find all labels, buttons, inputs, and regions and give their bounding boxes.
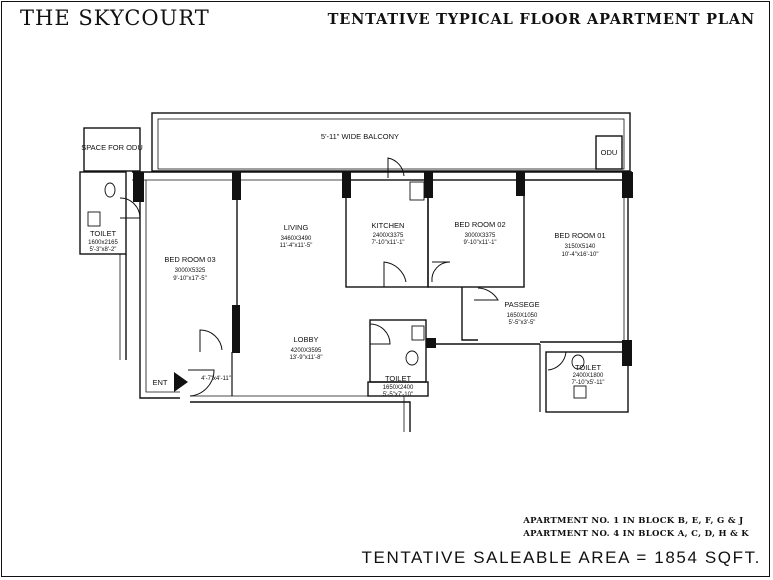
foyer-dim-ft: 4'-7"x4'-11": [201, 376, 231, 382]
balcony-door: [387, 157, 405, 178]
bedroom03-door: [199, 329, 223, 352]
bedroom02-dim-ft: 9'-10"x11'-1": [463, 240, 496, 246]
apartment-notes: APARTMENT NO. 1 IN BLOCK B, E, F, G & J …: [523, 515, 749, 541]
toilet-right-name: TOILET: [575, 363, 602, 372]
passege-dim-ft: 5'-5"x3'-5": [509, 320, 536, 326]
kitchen-name: KITCHEN: [372, 221, 405, 230]
south-wall: [190, 401, 411, 432]
entry-arrow-icon: [174, 372, 188, 392]
basin-right: [573, 385, 587, 399]
project-title: THE SKYCOURT: [20, 6, 210, 30]
toilet-left-door: [119, 197, 141, 219]
toilet-left-outline: [79, 171, 127, 255]
toilet-center-dim-ft: 5'-5"x7'-10": [383, 392, 413, 398]
balcony-label: 5'-11" WIDE BALCONY: [321, 132, 399, 141]
toilet-right-dim-mm: 2400X1800: [573, 373, 604, 379]
toilet-left-name: TOILET: [90, 229, 117, 238]
passage-wall: [461, 287, 478, 341]
passage-door: [474, 287, 499, 301]
balcony-outline: [151, 112, 631, 172]
kitchen-door: [383, 261, 407, 287]
toilet-right-door: [546, 351, 567, 371]
odu-left-label: SPACE FOR ODU: [81, 143, 143, 152]
balcony-inner: [157, 118, 625, 170]
living-dim-mm: 3460X3490: [281, 236, 312, 242]
toilet-right-walls: [545, 351, 629, 413]
structural-columns: [133, 172, 633, 366]
kitchen-dim-ft: 7'-10"x11'-1": [371, 240, 404, 246]
wc-right: [571, 354, 585, 370]
bedroom03-name: BED ROOM 03: [164, 255, 215, 264]
bedroom01-name: BED ROOM 01: [554, 231, 605, 240]
bedroom03-dim-mm: 3000X5325: [175, 268, 206, 274]
lobby-name: LOBBY: [293, 335, 318, 344]
living-dim-ft: 11'-4"x11'-5": [280, 243, 313, 249]
bedroom03-dim-ft: 9'-10"x17'-5": [173, 276, 207, 282]
toilet-left-dim-mm: 1600x2165: [88, 240, 118, 246]
kitchen-dim-mm: 2400X3375: [373, 233, 404, 239]
bedroom02-walls: [427, 179, 525, 288]
lobby-dim-ft: 13'-9"x11'-8": [289, 355, 322, 361]
toilet-center-walls: [369, 319, 427, 383]
wc-left: [104, 182, 116, 198]
living-name: LIVING: [284, 223, 309, 232]
bedroom02-dim-mm: 3000X3375: [465, 233, 496, 239]
toilet-right-dim-ft: 7'-10"x5'-11": [571, 380, 604, 386]
bedroom03-west-wall: [139, 172, 180, 399]
apartment-note-2: APARTMENT NO. 4 IN BLOCK A, C, D, H & K: [523, 529, 749, 539]
toilet-center-door: [369, 323, 391, 345]
saleable-area: TENTATIVE SALEABLE AREA = 1854 SQFT.: [361, 548, 761, 567]
odu-right-label: ODU: [601, 148, 618, 157]
bedroom02-door: [431, 261, 451, 283]
apartment-note-1: APARTMENT NO. 1 IN BLOCK B, E, F, G & J: [523, 516, 744, 526]
entry-door: [188, 369, 215, 397]
basin-center: [411, 325, 425, 341]
entry-label: ENT: [153, 378, 168, 387]
toilet-center-label-box: [367, 381, 429, 397]
basin-left: [87, 211, 101, 227]
wc-center: [405, 350, 419, 366]
toilet-center-name: TOILET: [385, 374, 412, 383]
toilet-center-dim-mm: 1650X2400: [383, 385, 414, 391]
bedroom01-dim-ft: 10'-4"x16'-10": [562, 252, 599, 258]
bedroom01-dim-mm: 3150X5140: [565, 244, 596, 250]
bedroom02-name: BED ROOM 02: [454, 220, 505, 229]
plan-title: TENTATIVE TYPICAL FLOOR APARTMENT PLAN: [327, 11, 755, 28]
passege-dim-mm: 1650X1050: [507, 313, 538, 319]
bedroom01-walls: [524, 179, 629, 343]
lobby-dim-mm: 4200X3595: [291, 348, 322, 354]
odu-space-left: [83, 127, 141, 172]
odu-box-right: [595, 135, 623, 170]
passege-name: PASSEGE: [504, 300, 539, 309]
kitchen-sink: [409, 181, 425, 201]
toilet-left-dim-ft: 5'-3"x8'-2": [90, 247, 117, 253]
